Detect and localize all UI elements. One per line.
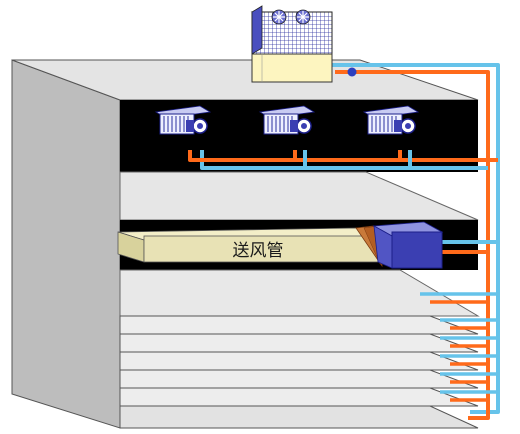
floor-slabs-stack bbox=[119, 315, 479, 429]
liquid-pipe-main bbox=[318, 63, 500, 414]
floor-slab bbox=[119, 269, 480, 317]
floor-slab bbox=[119, 333, 479, 353]
floor-slab bbox=[119, 387, 479, 407]
liquid-pipe-branch bbox=[200, 150, 488, 170]
supply-air-duct: 送风管 bbox=[117, 227, 383, 263]
refrigerant-piping bbox=[188, 63, 500, 420]
duct-body bbox=[143, 235, 383, 263]
fan-icon bbox=[271, 9, 287, 25]
gas-pipe-branch bbox=[188, 150, 498, 162]
indoor-unit bbox=[154, 105, 212, 135]
outdoor-unit bbox=[250, 5, 333, 83]
valve-junction-icon bbox=[347, 67, 357, 77]
outdoor-unit-base bbox=[251, 53, 333, 83]
floor-slab bbox=[119, 171, 479, 221]
outdoor-unit-side bbox=[251, 5, 263, 55]
lower-floor-feeds bbox=[420, 292, 498, 402]
floor-slab bbox=[119, 351, 479, 371]
building-side-wall bbox=[11, 59, 121, 429]
ducted-unit-body bbox=[391, 231, 443, 269]
floor-slab bbox=[119, 405, 479, 429]
indoor-unit bbox=[258, 105, 316, 135]
indoor-unit bbox=[362, 105, 420, 135]
gas-pipe-main bbox=[335, 70, 490, 420]
duct-label: 送风管 bbox=[233, 241, 284, 261]
ducted-indoor-unit bbox=[355, 221, 444, 269]
outdoor-unit-grille bbox=[251, 11, 333, 55]
floor-slab bbox=[119, 369, 479, 389]
fan-icon bbox=[295, 9, 311, 25]
floor-slab bbox=[119, 315, 479, 335]
